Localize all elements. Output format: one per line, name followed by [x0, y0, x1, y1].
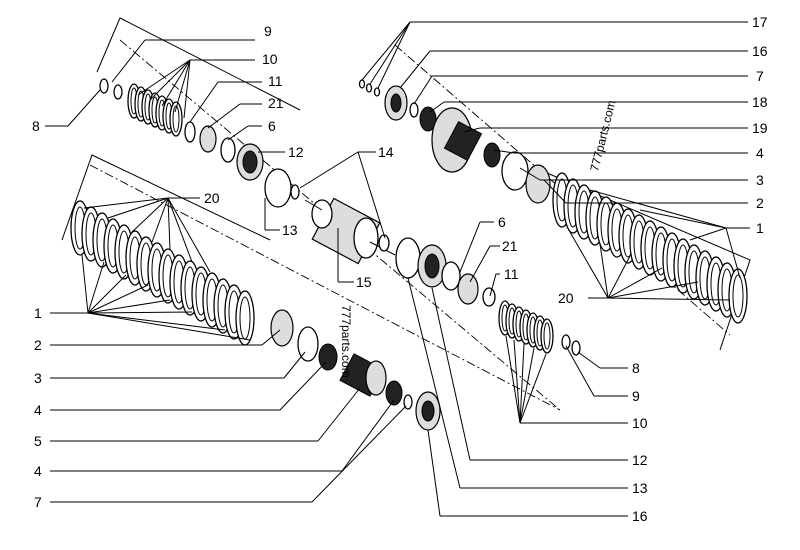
- callout-label: 21: [502, 238, 518, 254]
- callout-label: 10: [632, 415, 648, 431]
- watermark-text: 777parts.com: [339, 305, 353, 378]
- callout-label: 13: [632, 480, 648, 496]
- callout-label: 14: [378, 144, 394, 160]
- callout-label: 3: [756, 172, 764, 188]
- upper-right-gear-assembly: [358, 79, 551, 204]
- lower-right-clutch-pack: [498, 300, 581, 356]
- callout-label: 16: [752, 43, 768, 59]
- callout-label: 2: [756, 195, 764, 211]
- bracket-upper-left: [96, 17, 301, 111]
- callout-label: 1: [756, 220, 764, 236]
- callout-label: 7: [756, 68, 764, 84]
- callout-label: 1: [34, 305, 42, 321]
- bracket-lower-left: [61, 154, 271, 241]
- callout-label: 20: [558, 290, 574, 306]
- callout-label: 15: [356, 274, 372, 290]
- callout-label: 19: [752, 120, 768, 136]
- callout-label: 5: [34, 433, 42, 449]
- callout-label: 6: [268, 118, 276, 134]
- callout-label: 2: [34, 337, 42, 353]
- callout-label: 9: [264, 23, 272, 39]
- callout-label: 13: [282, 222, 298, 238]
- callout-label: 8: [32, 118, 40, 134]
- upper-left-clutch-pack: [99, 78, 236, 163]
- callout-label: 21: [268, 95, 284, 111]
- watermark-text: 777parts.com: [587, 99, 618, 173]
- callout-label: 12: [632, 452, 648, 468]
- lower-left-clutch-pack: [70, 200, 338, 371]
- callout-label: 11: [268, 73, 283, 89]
- callout-label: 18: [752, 94, 768, 110]
- callout-label: 3: [34, 370, 42, 386]
- axis-line-upper-left: [119, 39, 561, 411]
- callout-label: 20: [204, 190, 220, 206]
- callout-label: 17: [752, 14, 768, 30]
- callout-label: 7: [34, 494, 42, 510]
- callout-label: 10: [262, 51, 278, 67]
- center-bearing: [395, 237, 496, 307]
- callout-label: 4: [34, 402, 42, 418]
- callout-label: 4: [34, 463, 42, 479]
- right-clutch-pack: [552, 172, 748, 324]
- lower-gear-assembly: [339, 353, 441, 431]
- callout-label: 16: [632, 508, 648, 524]
- leader-lines: [45, 21, 750, 517]
- callout-label: 11: [504, 266, 519, 282]
- center-shaft: [304, 197, 396, 265]
- callout-label: 9: [632, 388, 640, 404]
- callout-label: 12: [288, 144, 304, 160]
- callout-label: 8: [632, 360, 640, 376]
- callout-label: 6: [498, 214, 506, 230]
- upper-hub-assembly: [236, 143, 300, 208]
- callout-label: 4: [756, 145, 764, 161]
